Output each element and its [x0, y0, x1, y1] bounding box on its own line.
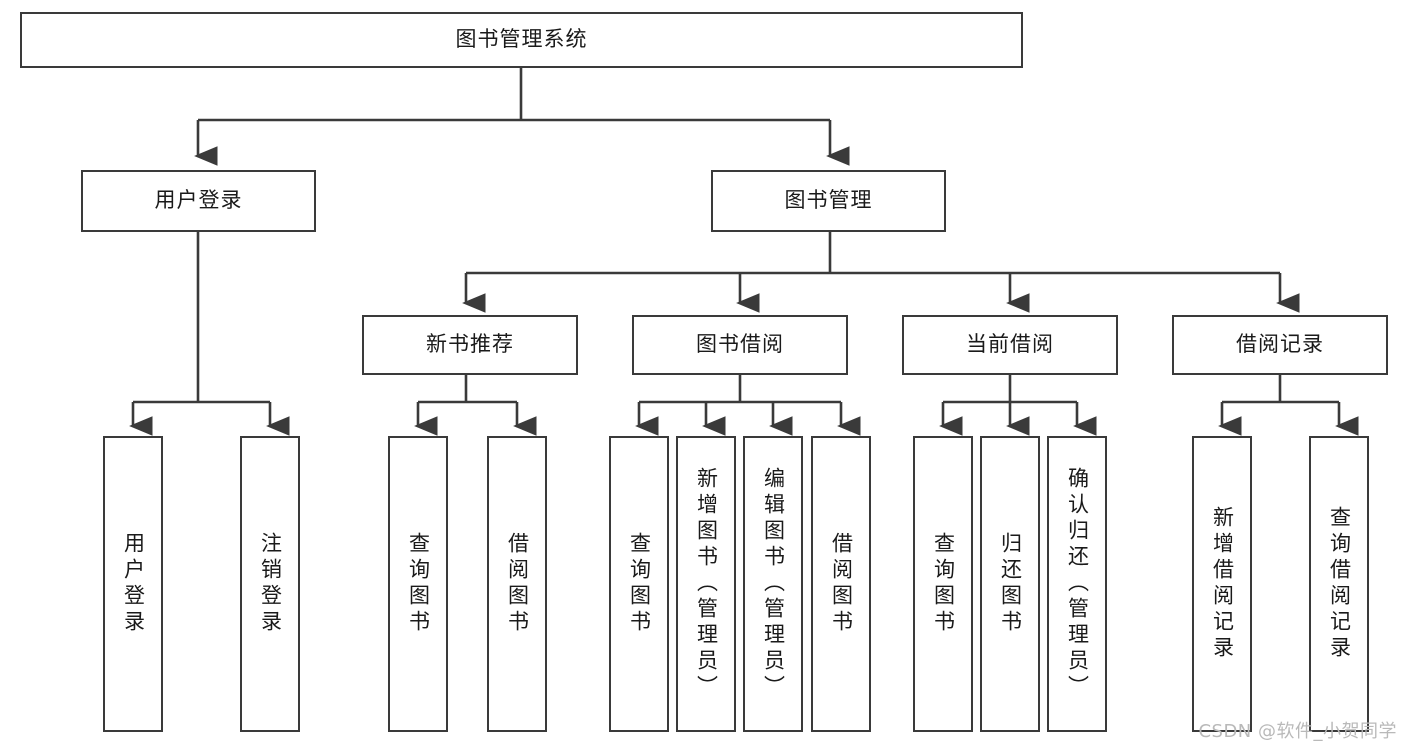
leaf-edit-book-admin-label: 编辑图书（管理员）	[761, 467, 786, 701]
leaf-logout-login-label: 注销登录	[258, 532, 283, 636]
leaf-confirm-return-admin[interactable]: 确认归还（管理员）	[1047, 436, 1107, 732]
leaf-logout-login[interactable]: 注销登录	[240, 436, 300, 732]
leaf-query-borrow-record[interactable]: 查询借阅记录	[1309, 436, 1369, 732]
leaf-add-borrow-record[interactable]: 新增借阅记录	[1192, 436, 1252, 732]
leaf-return-book[interactable]: 归还图书	[980, 436, 1040, 732]
leaf-user-login[interactable]: 用户登录	[103, 436, 163, 732]
node-book-borrow-label: 图书借阅	[696, 332, 784, 357]
node-current-borrow-label: 当前借阅	[966, 332, 1054, 357]
node-borrow-record-label: 借阅记录	[1236, 332, 1324, 357]
leaf-borrow-book-1-label: 借阅图书	[505, 532, 530, 636]
node-user-login-label: 用户登录	[154, 188, 243, 213]
node-book-management-label: 图书管理	[784, 188, 873, 213]
leaf-borrow-book-2[interactable]: 借阅图书	[811, 436, 871, 732]
watermark-text: CSDN @软件_小贺同学	[1198, 721, 1397, 742]
node-root-label: 图书管理系统	[455, 27, 588, 52]
leaf-add-book-admin-label: 新增图书（管理员）	[694, 467, 719, 701]
node-user-login[interactable]: 用户登录	[81, 170, 316, 232]
leaf-add-borrow-record-label: 新增借阅记录	[1210, 506, 1235, 662]
leaf-query-book-2-label: 查询图书	[627, 532, 652, 636]
node-book-borrow[interactable]: 图书借阅	[632, 315, 848, 375]
node-new-book-recommend[interactable]: 新书推荐	[362, 315, 578, 375]
leaf-query-book-1-label: 查询图书	[406, 532, 431, 636]
node-new-book-recommend-label: 新书推荐	[426, 332, 514, 357]
leaf-user-login-label: 用户登录	[121, 532, 146, 636]
leaf-add-book-admin[interactable]: 新增图书（管理员）	[676, 436, 736, 732]
leaf-borrow-book-1[interactable]: 借阅图书	[487, 436, 547, 732]
node-root-system[interactable]: 图书管理系统	[20, 12, 1023, 68]
leaf-query-book-3[interactable]: 查询图书	[913, 436, 973, 732]
leaf-borrow-book-2-label: 借阅图书	[829, 532, 854, 636]
leaf-query-book-1[interactable]: 查询图书	[388, 436, 448, 732]
leaf-edit-book-admin[interactable]: 编辑图书（管理员）	[743, 436, 803, 732]
leaf-query-book-3-label: 查询图书	[931, 532, 956, 636]
node-book-management[interactable]: 图书管理	[711, 170, 946, 232]
node-borrow-record[interactable]: 借阅记录	[1172, 315, 1388, 375]
leaf-return-book-label: 归还图书	[998, 532, 1023, 636]
leaf-confirm-return-admin-label: 确认归还（管理员）	[1065, 467, 1090, 701]
node-current-borrow[interactable]: 当前借阅	[902, 315, 1118, 375]
leaf-query-borrow-record-label: 查询借阅记录	[1327, 506, 1352, 662]
leaf-query-book-2[interactable]: 查询图书	[609, 436, 669, 732]
